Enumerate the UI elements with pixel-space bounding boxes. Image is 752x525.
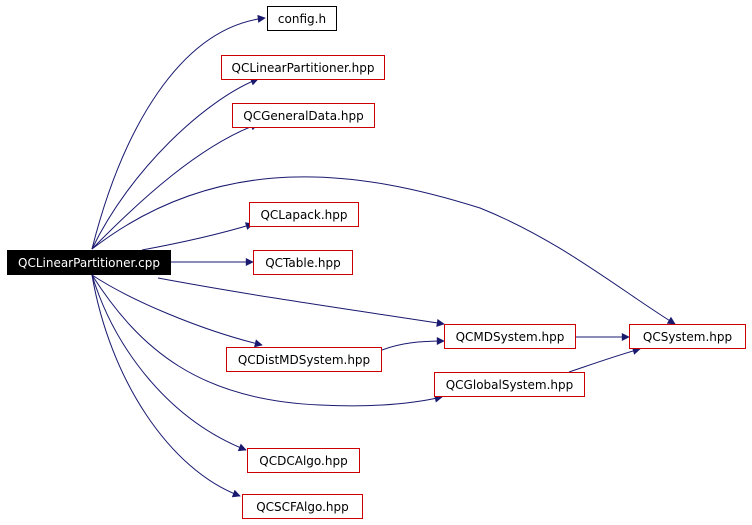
edge-root-mdsystem xyxy=(157,277,445,327)
edge-root-globalsys xyxy=(91,274,443,407)
node-qcsystem-hpp[interactable]: QCSystem.hpp xyxy=(629,324,746,349)
node-qcdcalgo-hpp[interactable]: QCDCAlgo.hpp xyxy=(247,448,360,473)
edge-root-distmd xyxy=(91,274,263,348)
edge-distmd-mdsystem xyxy=(381,337,445,351)
node-root-qclinearpartitioner-cpp[interactable]: QCLinearPartitioner.cpp xyxy=(7,250,171,275)
edge-root-lapack xyxy=(141,222,254,251)
edge-root-generaldata xyxy=(91,122,259,250)
node-config[interactable]: config.h xyxy=(267,6,337,31)
node-qcdistmdsystem-hpp[interactable]: QCDistMDSystem.hpp xyxy=(226,347,382,372)
node-qcscfalgo-hpp[interactable]: QCSCFAlgo.hpp xyxy=(242,494,363,519)
node-qclinearpartitioner-hpp[interactable]: QCLinearPartitioner.hpp xyxy=(221,55,385,80)
node-qctable-hpp[interactable]: QCTable.hpp xyxy=(253,250,353,275)
edge-root-dcalgo xyxy=(91,274,247,452)
node-qcmdsystem-hpp[interactable]: QCMDSystem.hpp xyxy=(444,324,576,349)
node-qcglobalsystem-hpp[interactable]: QCGlobalSystem.hpp xyxy=(434,372,585,397)
edge-root-linpart-hpp xyxy=(91,77,259,250)
node-qclapack-hpp[interactable]: QCLapack.hpp xyxy=(249,202,359,227)
edge-root-system xyxy=(91,176,676,325)
edge-root-config xyxy=(91,14,266,250)
edge-root-scfalgo xyxy=(91,274,241,498)
node-qcgeneraldata-hpp[interactable]: QCGeneralData.hpp xyxy=(232,103,375,128)
edge-globalsys-system xyxy=(568,347,641,373)
